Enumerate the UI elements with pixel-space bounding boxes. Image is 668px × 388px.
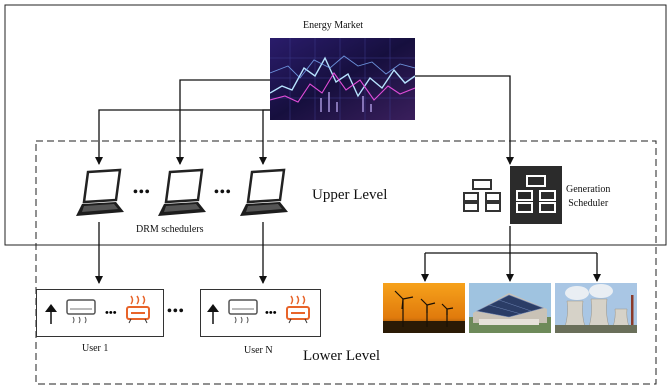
upper-level-frame: [4, 4, 667, 246]
svg-text:•••: •••: [265, 307, 277, 319]
generation-scheduler-server-icon: [510, 166, 562, 224]
heater-icon: [126, 295, 150, 324]
user-ellipsis: •••: [167, 304, 185, 319]
laptop-icon: [234, 166, 292, 224]
svg-text:•••: •••: [105, 307, 117, 319]
laptop-icon: [70, 166, 128, 224]
lamp-icon: [45, 304, 57, 324]
drm-schedulers-label: DRM schedulers: [136, 224, 204, 235]
air-conditioner-icon: [66, 299, 96, 324]
heater-icon: [286, 295, 310, 324]
laptop-icon: [152, 166, 210, 224]
lamp-icon: [207, 304, 219, 324]
solar-house-photo: [469, 283, 551, 333]
user-n-label: User N: [244, 345, 273, 356]
air-conditioner-icon: [228, 299, 258, 324]
laptop-ellipsis: •••: [214, 185, 232, 200]
energy-market-chart-image: [269, 38, 416, 120]
user-1-label: User 1: [82, 343, 109, 354]
power-plant-photo: [555, 283, 637, 333]
lower-level-label: Lower Level: [303, 348, 381, 364]
upper-level-label: Upper Level: [312, 187, 388, 203]
laptop-ellipsis: •••: [133, 185, 151, 200]
energy-market-title: Energy Market: [303, 20, 364, 31]
server-icon: [461, 177, 503, 213]
user-n-box: •••: [200, 289, 321, 337]
generation-scheduler-label: Generation Scheduler: [566, 184, 611, 209]
user-1-box: •••: [36, 289, 164, 337]
wind-turbine-photo: [383, 283, 465, 333]
lower-level-frame: [35, 140, 657, 385]
